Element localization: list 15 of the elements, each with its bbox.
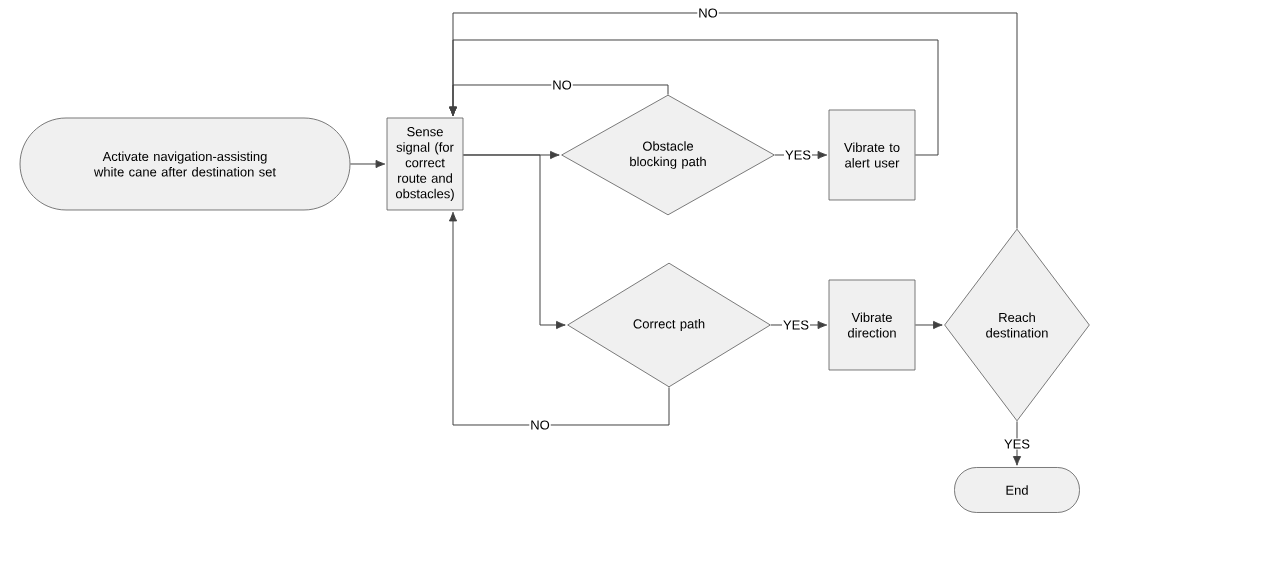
edge-label: YES bbox=[782, 319, 810, 331]
arrow bbox=[349, 159, 386, 169]
arrow bbox=[914, 320, 943, 330]
arrow bbox=[448, 12, 1018, 230]
edge-label: NO bbox=[551, 79, 573, 91]
edge-label: NO bbox=[697, 7, 719, 19]
process-box: Vibrate direction bbox=[828, 279, 916, 371]
arrow bbox=[448, 211, 670, 426]
process-box: Sense signal (for correct route and obstacles) bbox=[386, 117, 464, 211]
arrow bbox=[462, 154, 566, 330]
edge-label: YES bbox=[1003, 438, 1031, 450]
arrow bbox=[1012, 420, 1022, 466]
edge-label: YES bbox=[784, 149, 812, 161]
process-box: Vibrate to alert user bbox=[828, 109, 916, 201]
edge-label: NO bbox=[529, 419, 551, 431]
